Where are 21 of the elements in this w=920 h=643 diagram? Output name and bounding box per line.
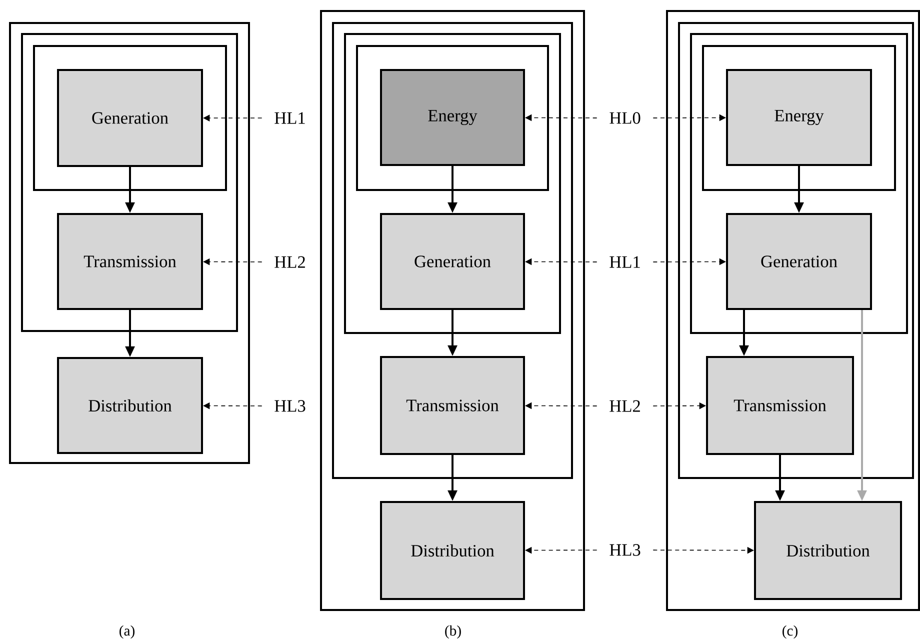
layer-label: HL2 [274,256,305,268]
process-box: Distribution [380,501,525,600]
layer-label: HL3 [610,544,640,556]
process-box: Generation [57,69,203,167]
process-box: Distribution [754,501,902,600]
process-box: Distribution [57,357,203,454]
process-box: Energy [726,69,872,166]
process-box: Transmission [57,213,203,310]
layer-label: HL0 [610,112,640,124]
process-box: Energy [380,69,525,166]
process-box: Transmission [380,356,525,455]
panel-caption: (a) [120,625,134,639]
process-box: Generation [726,213,872,310]
process-box: Generation [380,213,525,310]
panel-caption: (c) [782,625,798,639]
layer-label: HL1 [610,256,640,268]
process-box: Transmission [706,356,854,455]
layer-label: HL1 [274,112,305,124]
layer-label: HL2 [610,400,640,412]
layer-label: HL3 [274,400,306,412]
panel-caption: (b) [445,625,461,639]
